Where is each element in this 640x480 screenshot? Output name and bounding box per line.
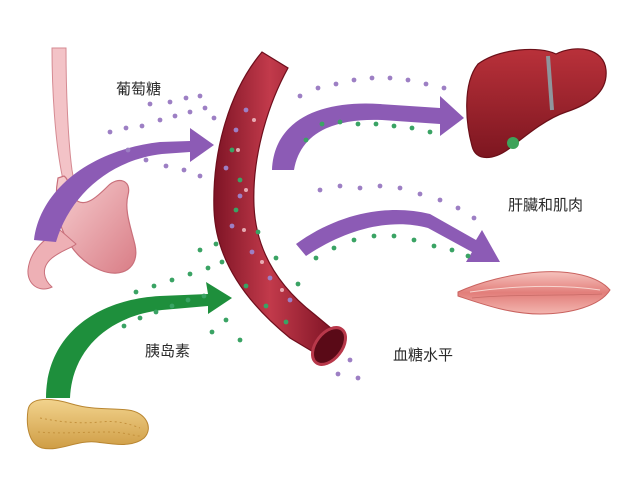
- muscle: [457, 271, 611, 315]
- label-insulin: 胰岛素: [145, 342, 191, 360]
- vessel-highlights: [236, 118, 284, 292]
- blood-vessel: [213, 51, 347, 366]
- glucose-arrow-from-stomach: [34, 128, 214, 242]
- glucose-arrow-to-liver: [272, 96, 464, 170]
- glucose-dots: [107, 75, 477, 381]
- label-blood-sugar: 血糖水平: [393, 346, 454, 364]
- insulin-dots: [121, 119, 471, 343]
- liver: [466, 48, 607, 159]
- label-liver-and-muscle: 肝臟和肌肉: [508, 196, 584, 214]
- label-glucose: 葡萄糖: [116, 80, 162, 98]
- pancreas: [26, 399, 149, 450]
- insulin-arrow: [46, 282, 232, 398]
- glucose-arrow-to-muscle: [296, 209, 500, 262]
